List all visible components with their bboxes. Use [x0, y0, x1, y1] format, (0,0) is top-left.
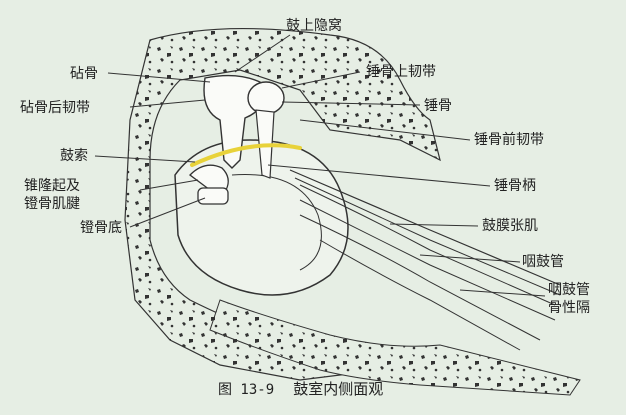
label-tensor: 鼓膜张肌	[482, 218, 538, 234]
label-sup-mal-lig: 锤骨上韧带	[366, 64, 436, 80]
label-pyramid: 锥隆起及	[24, 178, 80, 194]
stapes-bone	[189, 164, 229, 205]
label-incus: 砧骨	[70, 66, 98, 82]
label-top: 鼓上隐窝	[286, 18, 342, 34]
label-tube: 咽鼓管	[522, 254, 564, 270]
chorda-tympani	[190, 143, 302, 167]
label-handle: 锤骨柄	[494, 178, 536, 194]
label-septum-1: 咽鼓管	[548, 282, 590, 298]
caption-number: 图 13-9	[218, 382, 275, 398]
label-pyramid-2: 镫骨肌腱	[24, 196, 80, 212]
label-septum-2: 骨性隔	[548, 300, 590, 316]
bone-region	[124, 27, 581, 396]
caption-title: 鼓室内侧面观	[293, 380, 384, 398]
label-malleus: 锤骨	[424, 98, 452, 114]
label-chorda: 鼓索	[60, 148, 88, 164]
label-footplate: 镫骨底	[80, 220, 122, 236]
label-post-incus-lig: 砧骨后韧带	[20, 100, 90, 116]
leader-lines	[94, 34, 546, 297]
label-ant-mal-lig: 锤骨前韧带	[474, 132, 544, 148]
tube-lines	[289, 169, 561, 351]
figure-caption: 图 13-9 鼓室内侧面观	[218, 378, 383, 399]
